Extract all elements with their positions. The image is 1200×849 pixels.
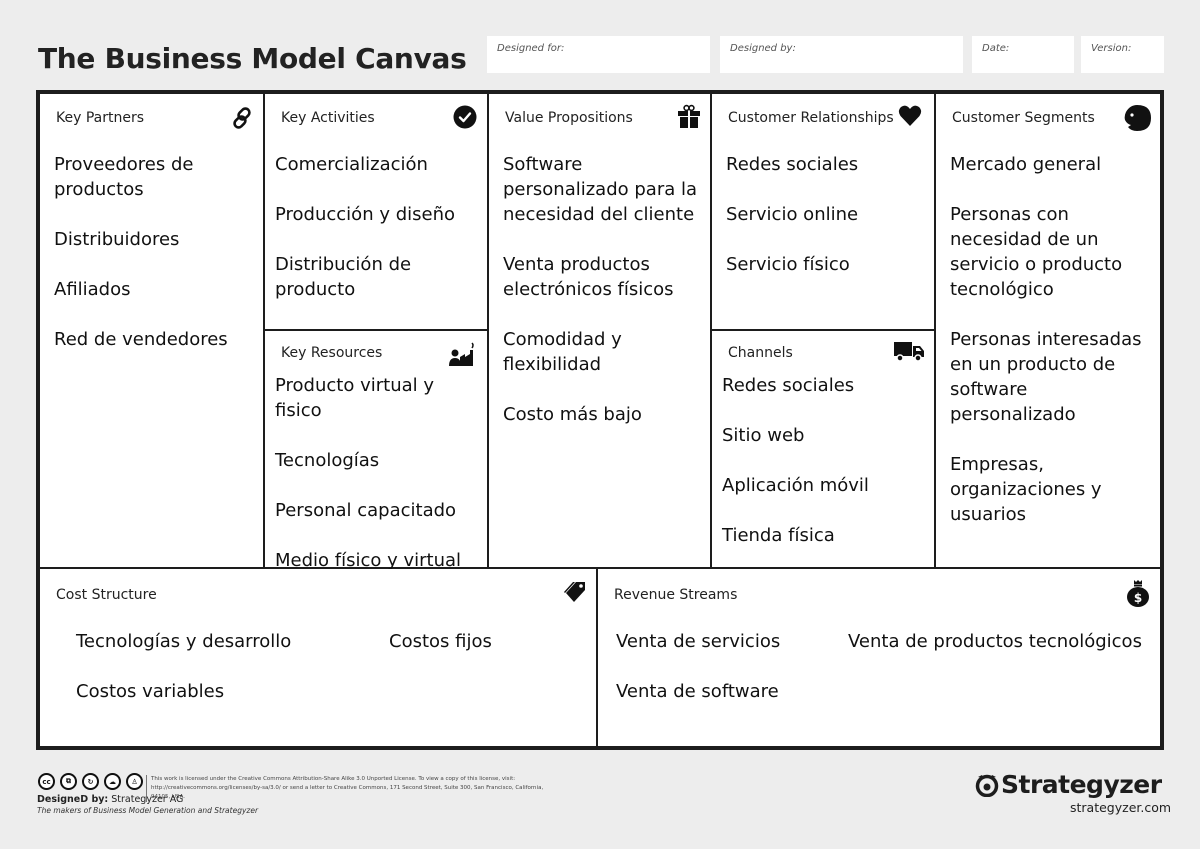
license-icons: cc ⧉ ↻ ☁ ♙	[38, 773, 143, 790]
makers-tagline: The makers of Business Model Generation …	[37, 806, 259, 815]
date-field[interactable]: Date:	[972, 36, 1074, 73]
list-item: Distribución de producto	[275, 254, 412, 300]
list-item: Empresas, organizaciones y usuarios	[950, 454, 1102, 525]
designed-for-label: Designed for:	[497, 43, 565, 54]
by-icon: ⧉	[60, 773, 77, 790]
list-item: Mercado general	[950, 154, 1102, 175]
brand-name: Strategyzer	[1001, 770, 1162, 799]
link-icon	[233, 107, 251, 129]
key-activities-block[interactable]: Key Activities Comercialización Producci…	[265, 94, 489, 331]
list-item: Costos variables	[76, 681, 225, 702]
designed-by-value: Strategyzer AG	[108, 794, 184, 805]
money-bag-icon: $	[1127, 580, 1149, 607]
value-propositions-block[interactable]: Value Propositions Software personalizad…	[489, 94, 712, 569]
list-item: Producto virtual y fisico	[275, 375, 435, 421]
list-item: Venta de software	[616, 681, 779, 702]
list-item: Comodidad y flexibilidad	[503, 329, 622, 375]
list-item: Comercialización	[275, 154, 428, 175]
date-label: Date:	[982, 43, 1010, 54]
list-item: Tienda física	[722, 525, 835, 546]
list-item: Costos fijos	[389, 631, 492, 652]
designed-by: DesigneD by: Strategyzer AG	[37, 794, 183, 805]
version-label: Version:	[1091, 43, 1132, 54]
strategyzer-icon	[975, 774, 999, 797]
license-text: This work is licensed under the Creative…	[146, 775, 546, 802]
customer-segments-label: Customer Segments	[952, 110, 1095, 126]
key-resources-block[interactable]: Key Resources Producto virtual y fisico …	[265, 331, 489, 571]
page-title: The Business Model Canvas	[38, 42, 467, 75]
check-circle-icon	[453, 105, 477, 129]
gift-icon	[678, 104, 700, 128]
business-model-canvas: Key Partners Proveedores de productos Di…	[36, 90, 1164, 750]
list-item: Software personalizado para la necesidad…	[503, 154, 698, 225]
key-partners-block[interactable]: Key Partners Proveedores de productos Di…	[40, 94, 265, 569]
list-item: Tecnologías y desarrollo	[76, 631, 292, 652]
list-item: Producción y diseño	[275, 204, 455, 225]
list-item: Redes sociales	[726, 154, 859, 175]
list-item: Personas con necesidad de un servicio o …	[950, 204, 1123, 300]
list-item: Distribuidores	[54, 229, 180, 250]
license-line-1: This work is licensed under the Creative…	[151, 776, 516, 782]
customer-relationships-block[interactable]: Customer Relationships Redes sociales Se…	[712, 94, 936, 331]
sa-icon: ↻	[82, 773, 99, 790]
strategyzer-logo[interactable]: Strategyzer	[975, 770, 1162, 799]
customer-segments-block[interactable]: Customer Segments Mercado general Person…	[936, 94, 1160, 569]
designed-by-field[interactable]: Designed by:	[720, 36, 963, 73]
list-item: Personal capacitado	[275, 500, 457, 521]
truck-icon	[894, 342, 924, 362]
key-partners-label: Key Partners	[56, 110, 145, 126]
list-item: Medio físico y virtual	[275, 550, 462, 571]
list-item: Venta de servicios	[616, 631, 781, 652]
brand-url[interactable]: strategyzer.com	[1070, 800, 1172, 815]
factory-person-icon	[449, 342, 474, 366]
cost-structure-block[interactable]: Cost Structure Tecnologías y desarrollo …	[40, 569, 598, 746]
license-line-2[interactable]: http://creativecommons.org/licenses/by-s…	[151, 785, 544, 800]
price-tag-icon	[564, 582, 585, 602]
attribution-icon: ♙	[126, 773, 143, 790]
list-item: Venta productos electrónicos físicos	[503, 254, 674, 300]
list-item: Personas interesadas en un producto de s…	[950, 329, 1142, 425]
list-item: Tecnologías	[275, 450, 380, 471]
version-field[interactable]: Version:	[1081, 36, 1164, 73]
channels-label: Channels	[728, 345, 793, 361]
list-item: Sitio web	[722, 425, 805, 446]
cost-structure-label: Cost Structure	[56, 587, 157, 603]
revenue-streams-block[interactable]: Revenue Streams $ Venta de servicios Ven…	[598, 569, 1160, 746]
key-resources-label: Key Resources	[281, 345, 383, 361]
channels-block[interactable]: Channels Redes sociales Sitio web Aplica…	[712, 331, 936, 569]
customer-head-icon	[1124, 105, 1151, 131]
designed-by-label: Designed by:	[730, 43, 796, 54]
designed-for-field[interactable]: Designed for:	[487, 36, 710, 73]
remix-icon: ☁	[104, 773, 121, 790]
list-item: Servicio online	[726, 204, 859, 225]
heart-icon	[898, 105, 922, 126]
cc-icon: cc	[38, 773, 55, 790]
list-item: Venta de productos tecnológicos	[848, 631, 1142, 652]
list-item: Afiliados	[54, 279, 131, 300]
key-activities-label: Key Activities	[281, 110, 375, 126]
list-item: Redes sociales	[722, 375, 855, 396]
customer-relationships-label: Customer Relationships	[728, 110, 894, 126]
list-item: Aplicación móvil	[722, 475, 869, 496]
list-item: Red de vendedores	[54, 329, 228, 350]
list-item: Costo más bajo	[503, 404, 642, 425]
designed-by-label: DesigneD by:	[37, 794, 109, 805]
value-propositions-label: Value Propositions	[505, 110, 633, 126]
list-item: Servicio físico	[726, 254, 850, 275]
revenue-streams-label: Revenue Streams	[614, 587, 738, 603]
list-item: Proveedores de productos	[54, 154, 194, 200]
svg-text:$: $	[1134, 591, 1142, 605]
